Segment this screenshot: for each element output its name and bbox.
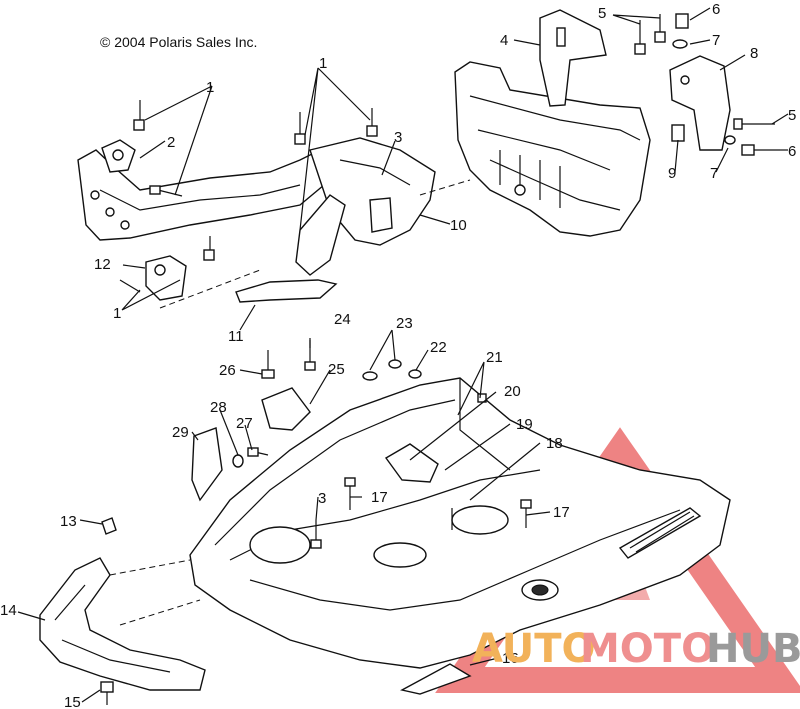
bracket-11 — [235, 279, 338, 303]
callout-9: 9 — [668, 165, 676, 182]
callout-14: 14 — [0, 602, 17, 619]
callout-1: 1 — [206, 79, 214, 96]
bracket-25 — [261, 387, 311, 431]
bracket-4 — [539, 9, 607, 107]
watermark-auto: AUTO — [472, 626, 596, 672]
callout-11: 11 — [228, 328, 244, 345]
leader-lines — [17, 7, 789, 703]
callout-16: 16 — [502, 650, 519, 667]
nut-13 — [101, 517, 117, 535]
callout-27: 27 — [236, 415, 253, 432]
watermark-moto: MOTO — [580, 626, 715, 672]
callout-3: 3 — [318, 490, 326, 507]
callout-15: 15 — [64, 694, 81, 709]
hardware — [232, 338, 532, 549]
bumper-bar — [39, 557, 206, 691]
callout-22: 22 — [430, 339, 447, 356]
callout-28: 28 — [210, 399, 227, 416]
callout-18: 18 — [546, 435, 563, 452]
callout-8: 8 — [750, 45, 758, 62]
bracket-12 — [145, 255, 187, 301]
watermark-text: AUTO MOTO HUB — [472, 626, 800, 672]
callout-5: 5 — [598, 5, 606, 22]
callout-24: 24 — [334, 311, 351, 328]
plate-16 — [400, 663, 472, 695]
callout-20: 20 — [504, 383, 521, 400]
callout-6: 6 — [788, 143, 796, 160]
front-bumper — [39, 517, 206, 705]
front-frame-assembly — [77, 100, 471, 309]
watermark-hub: HUB — [706, 626, 800, 672]
callout-2: 2 — [167, 134, 175, 151]
callout-25: 25 — [328, 361, 345, 378]
callout-1: 1 — [319, 55, 327, 72]
callout-29: 29 — [172, 424, 189, 441]
callout-13: 13 — [60, 513, 77, 530]
bracket-19 — [384, 443, 439, 483]
callout-21: 21 — [486, 349, 503, 366]
front-cab-body — [189, 377, 731, 695]
callout-12: 12 — [94, 256, 111, 273]
support-arm — [295, 194, 346, 276]
rear-bulkhead-assembly — [454, 9, 780, 237]
callout-3: 3 — [394, 129, 402, 146]
callout-7: 7 — [710, 165, 718, 182]
decal-plate — [618, 507, 702, 559]
callout-19: 19 — [516, 416, 533, 433]
callout-17: 17 — [553, 504, 570, 521]
callout-4: 4 — [500, 32, 508, 49]
callout-5: 5 — [788, 107, 796, 124]
callout-26: 26 — [219, 362, 236, 379]
copyright-text: © 2004 Polaris Sales Inc. — [100, 34, 257, 50]
bracket-29 — [191, 427, 223, 502]
callout-6: 6 — [712, 1, 720, 18]
callout-23: 23 — [396, 315, 413, 332]
callout-10: 10 — [450, 217, 467, 234]
callout-1: 1 — [113, 305, 121, 322]
callout-17: 17 — [371, 489, 388, 506]
callout-7: 7 — [712, 32, 720, 49]
